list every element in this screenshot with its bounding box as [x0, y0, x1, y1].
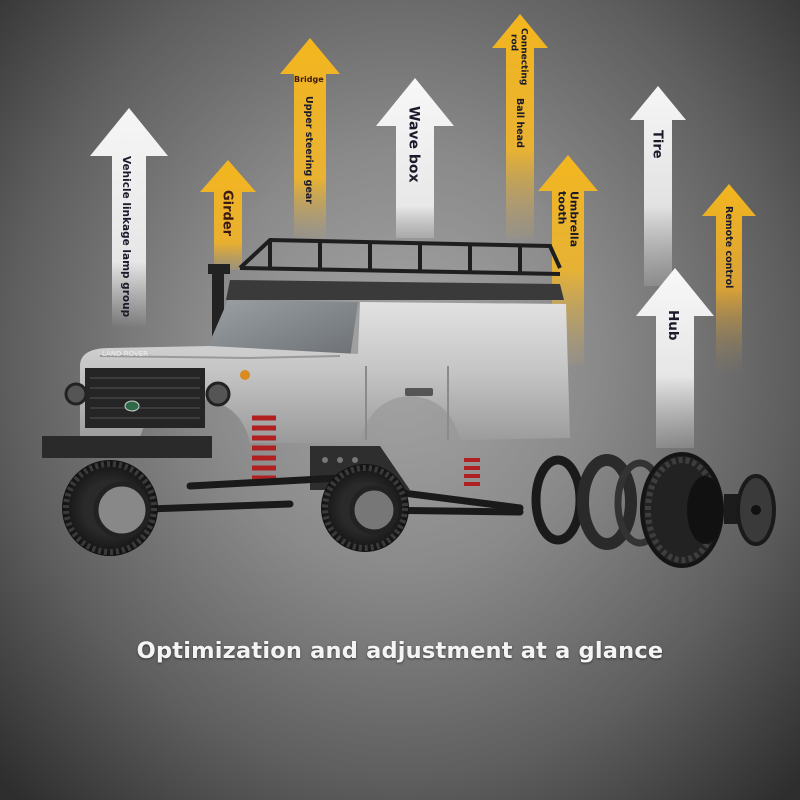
arrow-tire: Tire: [630, 86, 686, 286]
label-hub: Hub: [665, 310, 682, 341]
rc-car-illustration: LAND ROVER: [42, 237, 776, 568]
roof-rack: [238, 237, 562, 276]
arrow-up-icon: [702, 184, 756, 374]
label-vehicle-linkage-lamp-group: Vehicle linkage lamp group: [120, 156, 133, 318]
label-tooth: tooth: [555, 191, 569, 225]
label-tire: Tire: [649, 130, 665, 159]
label-upper-steering-gear: Upper steering gear: [302, 96, 314, 204]
label-rod: rod: [508, 34, 519, 52]
label-umbrella: Umbrella: [567, 191, 581, 248]
label-bridge: Bridge: [294, 75, 324, 84]
arrow-girder: Girder: [200, 160, 256, 270]
arrow-up-icon: [376, 78, 454, 238]
arrow-hub: Hub: [636, 268, 714, 448]
arrow-up-icon: [492, 14, 548, 239]
arrow-up-icon: [636, 268, 714, 448]
arrow-vehicle-linkage-lamp-group: Vehicle linkage lamp group: [90, 108, 168, 328]
label-girder: Girder: [219, 190, 235, 237]
arrow-up-icon: [90, 108, 168, 328]
label-ball-head: Ball head: [513, 98, 525, 148]
rear-shock: [464, 458, 480, 486]
arrow-up-icon: [630, 86, 686, 286]
arrow-wave-box: Wave box: [376, 78, 454, 238]
beadlock-ring: [531, 455, 585, 545]
wheel-rim-inner: [577, 454, 637, 550]
arrow-connecting-rod-ball-head: Connecting rod Ball head: [492, 14, 548, 239]
caption: Optimization and adjustment at a glance: [136, 638, 664, 664]
label-wave-box: Wave box: [405, 106, 422, 183]
arrow-up-icon: [280, 38, 340, 238]
windshield: [208, 300, 358, 358]
headlight-left: [64, 382, 88, 406]
front-bumper: [42, 436, 212, 458]
label-remote-control: Remote control: [722, 206, 734, 289]
arrow-remote-control: Remote control: [702, 184, 756, 374]
headlight-right: [205, 381, 231, 407]
arrow-up-icon: [200, 160, 256, 270]
front-shock: [252, 415, 276, 481]
hood-badge: LAND ROVER: [102, 350, 148, 358]
arrow-bridge-upper-steering-gear: Bridge Upper steering gear: [280, 38, 340, 238]
label-connecting: Connecting: [518, 28, 529, 86]
